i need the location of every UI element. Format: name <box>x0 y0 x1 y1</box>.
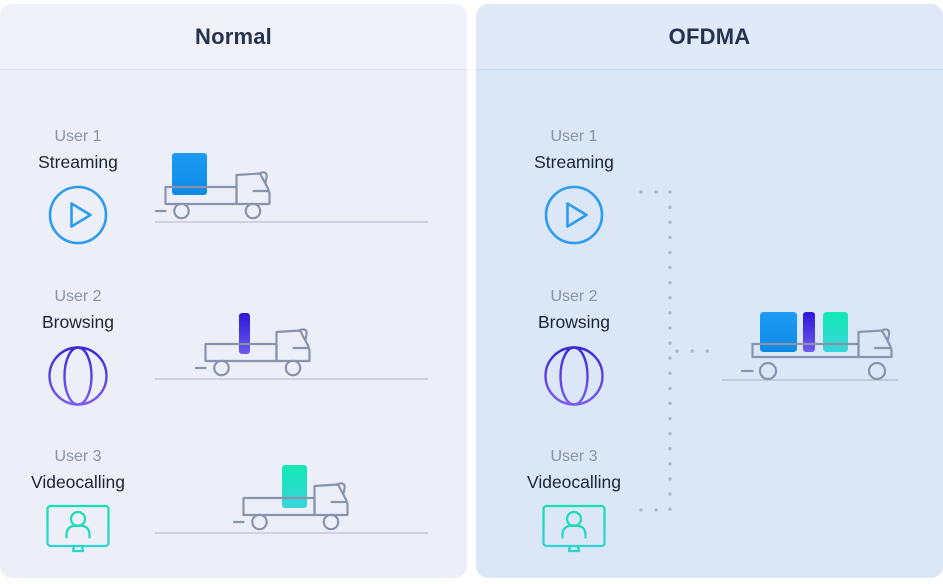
cargo-box-browsing <box>239 313 250 354</box>
cargo-box-browsing <box>803 312 815 352</box>
normal-truck-row-streaming <box>154 153 428 223</box>
ofdma-user-2: User 2 Browsing <box>494 285 654 413</box>
user-activity: Browsing <box>42 312 114 332</box>
play-icon <box>544 185 604 245</box>
user-name: User 1 <box>550 128 598 145</box>
normal-truck-row-browsing <box>155 313 428 380</box>
user-name: User 3 <box>54 448 102 465</box>
ofdma-truck-row <box>722 312 898 381</box>
normal-user-2: User 2 Browsing <box>0 285 158 413</box>
cargo-box-streaming <box>760 312 797 352</box>
panel-ofdma-header: OFDMA <box>476 4 943 70</box>
truck-icon <box>194 328 311 377</box>
cargo-box-streaming <box>172 153 207 195</box>
truck-icon <box>154 171 271 220</box>
user-activity: Videocalling <box>30 472 126 492</box>
cargo-box-videocalling <box>823 312 848 352</box>
cargo-box-videocalling <box>282 465 307 508</box>
normal-truck-row-videocalling <box>155 465 428 534</box>
play-icon <box>48 185 108 245</box>
user-name: User 3 <box>550 448 598 465</box>
user-name: User 1 <box>54 128 102 145</box>
panel-normal: Normal User 1 Streaming User 2 Browsing <box>0 4 467 578</box>
panel-ofdma: OFDMA User 1 Streaming User 2 Browsing <box>476 4 943 578</box>
truck-icon <box>740 328 893 381</box>
dotted-connector <box>639 190 712 512</box>
panel-ofdma-title: OFDMA <box>668 23 751 49</box>
globe-icon <box>48 346 108 406</box>
panel-normal-header: Normal <box>0 4 467 70</box>
user-activity: Browsing <box>538 312 610 332</box>
videocall-monitor-icon <box>46 504 110 556</box>
user-name: User 2 <box>550 288 598 305</box>
normal-user-1: User 1 Streaming <box>0 125 158 251</box>
ofdma-user-3: User 3 Videocalling <box>494 445 654 565</box>
videocall-monitor-icon <box>542 504 606 556</box>
ofdma-user-1: User 1 Streaming <box>494 125 654 251</box>
user-activity: Streaming <box>534 152 614 172</box>
user-name: User 2 <box>54 288 102 305</box>
user-activity: Streaming <box>38 152 118 172</box>
panel-normal-title: Normal <box>195 23 272 49</box>
user-activity: Videocalling <box>526 472 622 492</box>
truck-icon <box>232 482 349 531</box>
normal-user-3: User 3 Videocalling <box>0 445 158 565</box>
globe-icon <box>544 346 604 406</box>
